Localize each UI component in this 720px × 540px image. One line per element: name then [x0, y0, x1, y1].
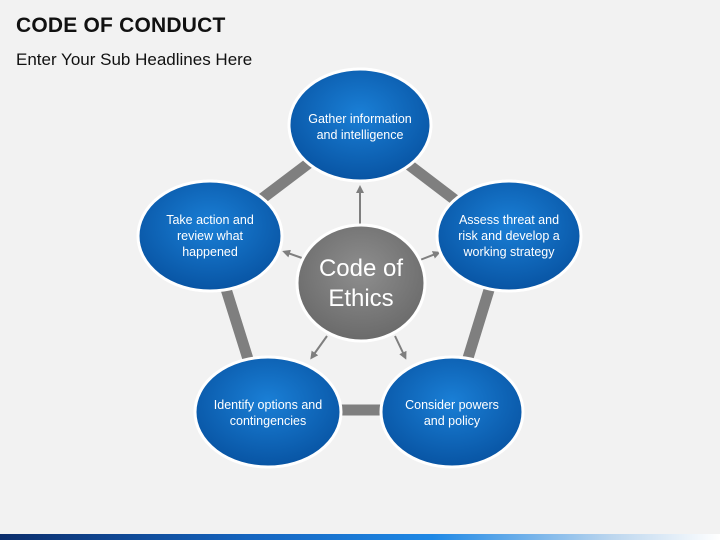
- center-line-1: Code of: [319, 255, 403, 282]
- node-2-line-1: Assess threat and: [459, 213, 559, 227]
- node-consider-powers: Consider powers and policy: [379, 355, 525, 469]
- arrow-lower-right: [394, 335, 407, 360]
- node-1-line-2: and intelligence: [317, 128, 404, 142]
- node-1-line-1: Gather information: [308, 112, 412, 126]
- arrow-lower-left: [310, 335, 328, 360]
- node-assess-threat: Assess threat and risk and develop a wor…: [435, 179, 583, 293]
- node-2-line-2: risk and develop a: [458, 229, 560, 243]
- center-line-2: Ethics: [328, 285, 393, 312]
- node-5-line-1: Take action and: [166, 213, 254, 227]
- node-5-line-2: review what: [177, 229, 244, 243]
- arrow-right: [419, 251, 441, 261]
- node-gather-information: Gather information and intelligence: [287, 67, 433, 183]
- page-title: CODE OF CONDUCT: [16, 14, 226, 37]
- node-3-line-1: Consider powers: [405, 398, 499, 412]
- arrows: [282, 185, 441, 360]
- page-subtitle: Enter Your Sub Headlines Here: [16, 50, 253, 69]
- center-node: Code of Ethics: [295, 223, 427, 343]
- node-5-line-3: happened: [182, 245, 238, 259]
- footer-accent-bar: [0, 534, 720, 540]
- node-4-line-2: contingencies: [230, 414, 306, 428]
- node-identify-options: Identify options and contingencies: [193, 355, 343, 469]
- arrow-left: [282, 249, 303, 259]
- node-4-line-1: Identify options and: [214, 398, 322, 412]
- node-take-action: Take action and review what happened: [136, 179, 284, 293]
- node-2-line-3: working strategy: [462, 245, 555, 259]
- node-3-line-2: and policy: [424, 414, 481, 428]
